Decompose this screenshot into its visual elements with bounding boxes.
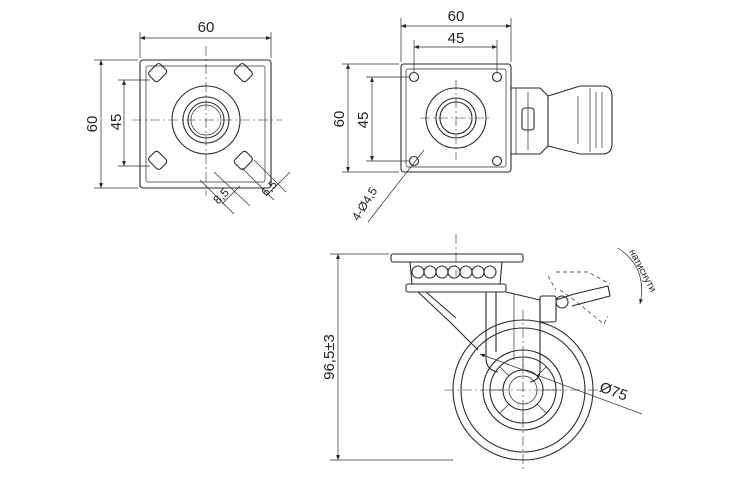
wheel: [444, 310, 604, 470]
dim-total-height-label: 96,5±3: [321, 334, 338, 380]
dim-width-label: 60: [448, 8, 465, 25]
dim-hole-spacing-h-label: 45: [448, 30, 465, 47]
brake-pedal-side: [539, 271, 611, 325]
dim-hole-spacing-label: 45: [108, 114, 125, 131]
dim-slot-b-label: 6,5: [258, 177, 280, 199]
dim-holes-label: 4-Ø4,5: [349, 184, 380, 223]
top-left-plate-view: 60 60 45 8,5 6,5: [84, 19, 291, 215]
side-caster-view: 96,5±3 Ø75 натиснути: [321, 234, 658, 470]
brake-pedal-top: [511, 85, 613, 155]
press-note-label: натиснути: [626, 248, 658, 294]
mounting-hole-icon: [408, 71, 503, 167]
dim-hole-spacing-v-label: 45: [355, 112, 372, 129]
dim-wheel-diameter-label: Ø75: [597, 379, 629, 405]
dim-height-label: 60: [84, 116, 101, 133]
dim-height-label: 60: [331, 111, 348, 128]
dim-width-label: 60: [198, 19, 215, 36]
top-right-plate-view: 60 45 60 45 4-Ø4,5: [331, 8, 613, 223]
corner-slot-icon: [148, 63, 253, 170]
bearing-balls-icon: [411, 265, 497, 279]
